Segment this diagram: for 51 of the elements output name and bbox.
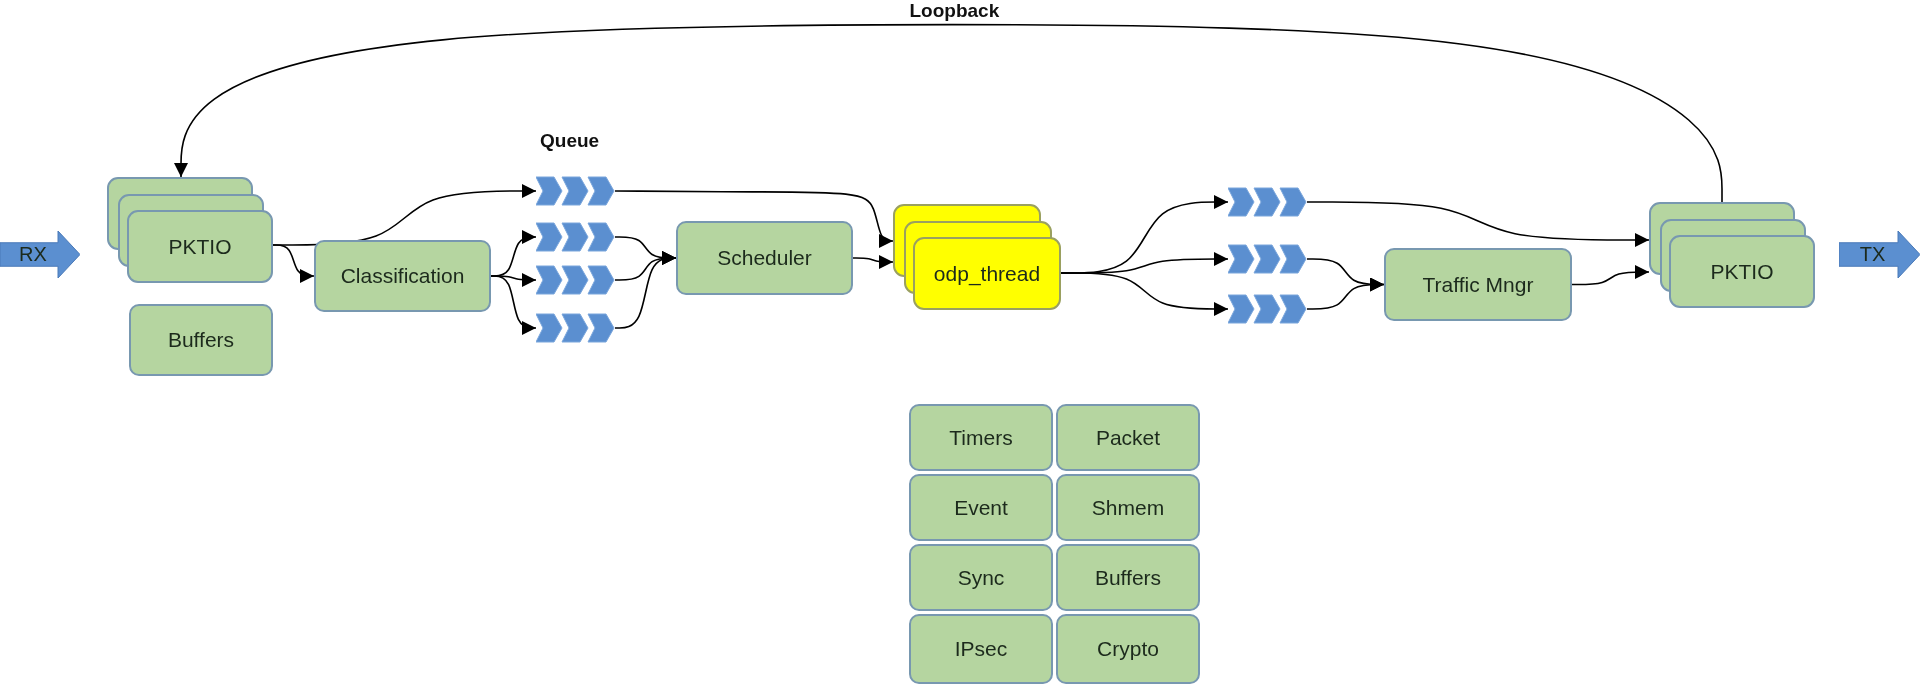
box-label: Scheduler bbox=[717, 246, 812, 270]
arrow bbox=[852, 255, 894, 269]
queue-heading: Queue bbox=[540, 130, 600, 152]
card-label: PKTIO bbox=[1709, 258, 1775, 285]
arrow bbox=[490, 275, 537, 335]
box-label: Event bbox=[954, 495, 1008, 520]
queue-chevrons bbox=[536, 313, 615, 343]
stacked-cards bbox=[107, 177, 273, 283]
arrow-label: TX bbox=[1858, 242, 1887, 267]
process-box bbox=[676, 221, 853, 295]
box-label: Classification bbox=[340, 264, 465, 288]
box-label: Shmem bbox=[1091, 495, 1165, 520]
queue-chevrons bbox=[1228, 187, 1307, 217]
process-box bbox=[1056, 544, 1200, 611]
process-box bbox=[909, 474, 1053, 541]
arrow bbox=[1306, 277, 1385, 310]
arrow bbox=[1306, 201, 1650, 247]
stacked-cards bbox=[1649, 202, 1815, 308]
card-label: odp_thread bbox=[932, 260, 1042, 288]
process-box bbox=[1384, 248, 1572, 321]
arrow bbox=[1571, 265, 1650, 286]
box-label: Packet bbox=[1095, 425, 1161, 450]
process-box bbox=[1056, 614, 1200, 684]
queue-chevrons bbox=[536, 176, 615, 206]
block-arrow bbox=[1839, 231, 1920, 278]
box-label: Traffic Mngr bbox=[1422, 272, 1534, 297]
arrow-label: RX bbox=[18, 242, 48, 267]
queue-chevrons bbox=[1228, 244, 1307, 274]
stacked-cards bbox=[893, 204, 1061, 310]
process-box bbox=[909, 544, 1053, 611]
box-label: Sync bbox=[957, 565, 1005, 590]
box-label: Timers bbox=[949, 425, 1013, 450]
box-label: Crypto bbox=[1097, 637, 1159, 661]
arrow bbox=[614, 190, 894, 248]
queue-chevrons bbox=[536, 222, 615, 252]
process-box bbox=[129, 304, 273, 376]
queue-chevrons bbox=[536, 265, 615, 295]
card-label: PKTIO bbox=[167, 233, 233, 260]
arrow bbox=[1060, 272, 1229, 316]
process-box bbox=[1056, 474, 1200, 541]
box-label: Buffers bbox=[1094, 565, 1162, 590]
arrow bbox=[174, 23, 1723, 203]
process-box bbox=[314, 240, 491, 312]
queue-chevrons bbox=[1228, 294, 1307, 324]
process-box bbox=[909, 614, 1053, 684]
arrow bbox=[614, 251, 677, 329]
block-arrow bbox=[0, 231, 80, 278]
box-label: IPsec bbox=[954, 637, 1008, 661]
process-box bbox=[1056, 404, 1200, 471]
process-box bbox=[909, 404, 1053, 471]
box-label: Buffers bbox=[167, 328, 235, 352]
